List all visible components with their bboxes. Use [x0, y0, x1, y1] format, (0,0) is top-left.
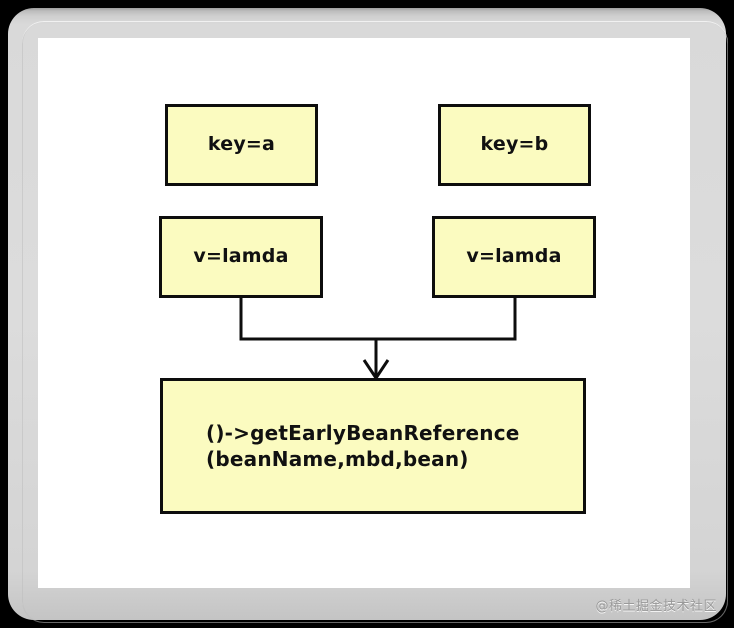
node-v-lamda-left: v=lamda: [159, 216, 323, 298]
node-key-b: key=b: [438, 104, 591, 186]
watermark-label: @稀土掘金技术社区: [595, 599, 717, 614]
arrowhead-icon: [362, 359, 390, 381]
node-get-early-bean-reference: ()->getEarlyBeanReference (beanName,mbd,…: [160, 378, 586, 514]
node-key-a: key=a: [165, 104, 318, 186]
diagram-canvas: key=a key=b v=lamda v=lamda ()->getEarly…: [38, 38, 690, 588]
node-v-lamda-right: v=lamda: [432, 216, 596, 298]
edge-join-path: [239, 298, 517, 341]
